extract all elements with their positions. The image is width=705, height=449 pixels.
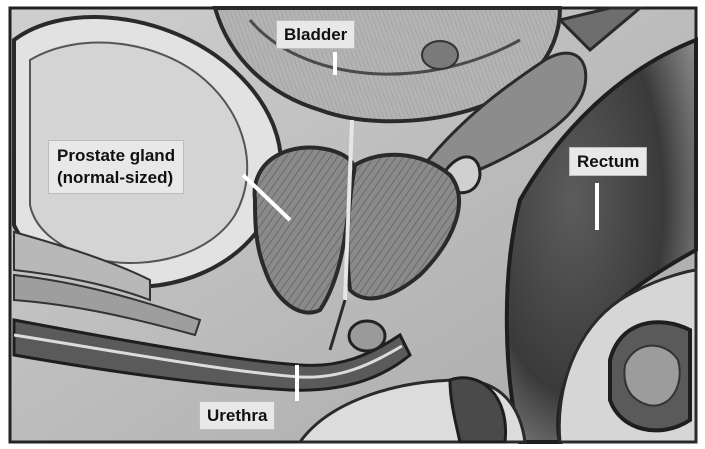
bladder-label-text: Bladder	[284, 25, 347, 44]
urethra-label-text: Urethra	[207, 406, 267, 425]
prostate-label-line-1: Prostate gland	[57, 145, 175, 167]
rectum-label: Rectum	[569, 147, 647, 176]
urethra-label: Urethra	[199, 401, 275, 430]
prostate-gland-label: Prostate gland (normal-sized)	[48, 140, 184, 194]
rectum-label-text: Rectum	[577, 152, 639, 171]
prostate-label-line-2: (normal-sized)	[57, 167, 175, 189]
bladder-label: Bladder	[276, 20, 355, 49]
